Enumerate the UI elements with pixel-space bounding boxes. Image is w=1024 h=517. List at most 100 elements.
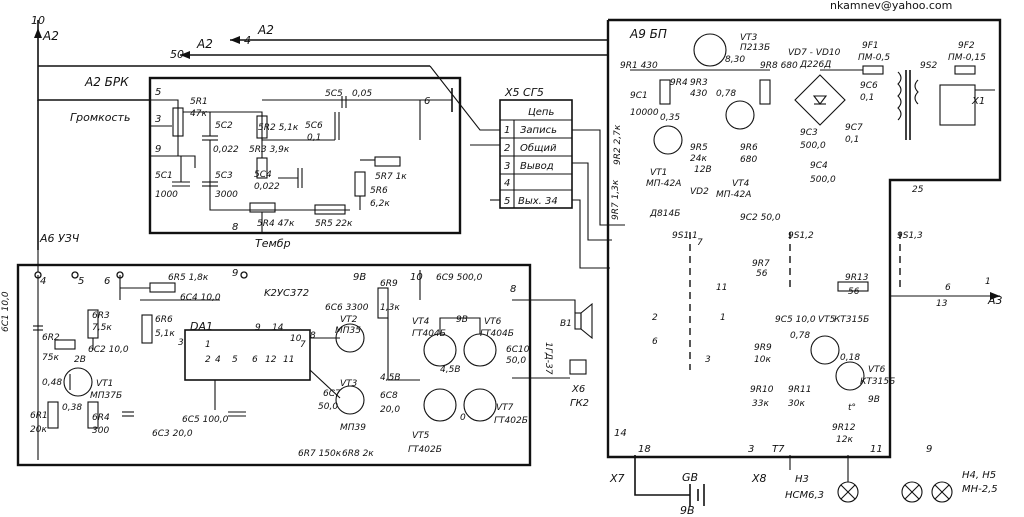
a6-uzch-block: A6 УЗЧ 4 5 6 9 9B 10 8 6C1 10,0 6R2 75к …: [1, 100, 651, 467]
a9-c1: 9C1: [630, 91, 648, 101]
a6-r3v: 7,5к: [92, 323, 112, 333]
a6-pin-9: 9: [232, 268, 238, 279]
a6-r2: 6R2: [42, 333, 60, 343]
a9-r9: 9R9: [754, 343, 772, 353]
brk-pin-8: 8: [232, 222, 238, 233]
a6-vt3: VT3: [340, 379, 358, 389]
a9-r6: 9R6: [740, 143, 758, 153]
bottom-3: 3: [748, 444, 754, 455]
a6-c10: 6C10: [506, 345, 530, 355]
a9-c4v: 500,0: [810, 175, 836, 185]
a9-c5: 9C5 10,0: [775, 315, 816, 325]
a6-pin-14: 14: [614, 428, 627, 439]
a2-right-label: A2: [257, 23, 274, 37]
h3-label: H3: [795, 474, 809, 485]
a9-078: 0,78: [716, 89, 736, 99]
r6-value: 6,2к: [370, 199, 390, 209]
a6-r3: 6R3: [92, 311, 110, 321]
ic-pin-4: 4: [215, 355, 221, 365]
sw-11: 11: [716, 283, 727, 293]
a9-r10v: 33к: [752, 399, 769, 409]
a9-r11v: 30к: [788, 399, 805, 409]
r4-label: 5R4 47к: [257, 219, 295, 229]
h45-label: H4, H5: [962, 470, 996, 481]
a2-left-label: A2: [42, 29, 59, 43]
a9-f2: 9F2: [958, 41, 975, 51]
a9-n25: 25: [912, 185, 924, 195]
a6-pin-4: 4: [40, 276, 46, 287]
a6-r8: 6R8 2к: [342, 449, 374, 459]
a6-pin-8: 8: [510, 284, 516, 295]
ic-pin-10: 10: [290, 334, 302, 344]
a6-vt7: VT7: [496, 403, 514, 413]
a9-r7: 9R7 1,3к: [611, 179, 621, 220]
a6-2b: 2B: [74, 355, 86, 365]
r1-label: 5R1: [190, 97, 208, 107]
r2-label: 5R2 5,1к: [258, 123, 299, 133]
a6-vt5: VT5: [412, 431, 430, 441]
a9-vd: VD7 - VD10: [788, 48, 841, 58]
a9-s2: 9S2: [920, 61, 937, 71]
x6-label: X6: [571, 384, 585, 395]
a9-c4: 9C4: [810, 161, 828, 171]
a9-r5: 9R5: [690, 143, 708, 153]
a9-c6: 9C6: [860, 81, 878, 91]
a6-45: 4,5B: [380, 373, 401, 383]
bottom-supply: GB 9B X7 X8 T7 H3 НСМ6,3 H4, H5 МН-2,5 3…: [609, 444, 998, 517]
a6-vt6t: ГТ404Б: [480, 329, 514, 339]
x5-head: Цепь: [528, 107, 554, 118]
a6-title: A6 УЗЧ: [39, 232, 80, 245]
a9-s13: 9S1,3: [897, 231, 923, 241]
a6-vt7t: ГТ402Б: [494, 416, 528, 426]
a6-vt6: VT6: [484, 317, 502, 327]
a9-bp-block: A9 БП VT3 П213Б 8,30 9R1 430 9R4 9R3 430…: [606, 18, 1003, 459]
sw-3: 3: [705, 355, 711, 365]
a6-vt2: VT2: [340, 315, 358, 325]
speaker-b1-label: B1: [560, 319, 572, 329]
a9-r11: 9R11: [788, 385, 811, 395]
a9-vt5t: КТ315Б: [834, 315, 869, 325]
r5-label: 5R5 22к: [315, 219, 353, 229]
c2-value: 0,022: [213, 145, 239, 155]
a6-pin-6: 6: [104, 276, 110, 287]
x5-n1: 1: [504, 125, 510, 136]
a9-c3: 9C3: [800, 128, 818, 138]
a9-830: 8,30: [725, 55, 745, 65]
a6-c3: 6C3 20,0: [152, 429, 193, 439]
brk-pin-5: 5: [155, 87, 161, 98]
c1-value: 1000: [155, 190, 178, 200]
a6-r6: 6R6: [155, 315, 173, 325]
a9-vt5: VT5: [818, 315, 836, 325]
x5-n4: 4: [504, 178, 510, 189]
a9-035: 0,35: [660, 113, 680, 123]
a9-vt1: VT1: [650, 168, 667, 178]
a9-r17: 9R7: [752, 259, 770, 269]
a9-f2v: ПМ-0,15: [948, 53, 986, 63]
ic-pin-14: 14: [272, 323, 284, 333]
node-10-label: 10: [31, 14, 45, 27]
a9-vt4: VT4: [732, 179, 750, 189]
t7-label: T7: [772, 444, 785, 455]
a9-vd1: Д814Б: [649, 209, 680, 219]
a9-vdt: Д226Д: [799, 60, 831, 70]
ic-pin-8: 8: [310, 331, 316, 341]
c6-value: 0,1: [307, 133, 321, 143]
a6-c2: 6C2 10,0: [88, 345, 129, 355]
a9-s11: 9S1,1: [672, 231, 698, 241]
a9-078b: 0,78: [790, 331, 810, 341]
four-label: 4: [244, 34, 251, 47]
a6-vt1t: МП37Б: [90, 391, 122, 401]
a9-f1v: ПМ-0,5: [858, 53, 890, 63]
a6-c6: 6C6 3300: [325, 303, 369, 313]
a6-r9v: 1,3к: [380, 303, 400, 313]
a6-048: 0,48: [42, 378, 62, 388]
sw-6: 6: [652, 337, 658, 347]
x5-row-1: Запись: [520, 125, 557, 136]
a9-r13v: 56: [848, 287, 860, 297]
a6-038: 0,38: [62, 403, 82, 413]
ic-pin-6: 6: [252, 355, 258, 365]
x5-connector: X5 СГ5 Цепь Запись Общий Вывод Вых. 34 1…: [429, 65, 625, 269]
a9-x1: X1: [971, 96, 985, 107]
a6-vt2t: МП35: [335, 326, 361, 336]
a9-c6v: 0,1: [860, 93, 874, 103]
